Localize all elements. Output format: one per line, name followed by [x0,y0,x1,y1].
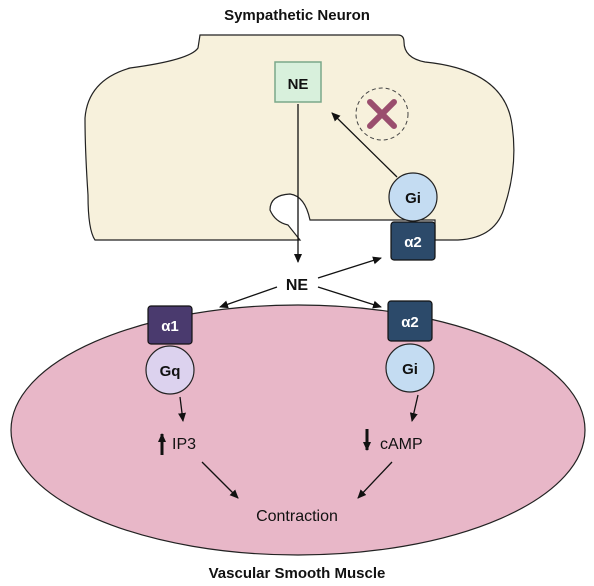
inhibition-x-icon [367,99,397,129]
muscle-gi-protein-circle [385,343,435,393]
muscle-gi-protein-label: Gi [402,361,418,378]
ne-to-muscle-alpha2-arrow [317,286,382,309]
autoreceptor-gi-circle [388,172,438,222]
ne-vesicle-label: NE [288,76,309,93]
muscle-alpha2-receptor-label: α2 [401,314,419,331]
camp-label: cAMP [380,436,423,453]
alpha1-receptor-box [147,305,193,345]
gq-protein-label: Gq [160,363,181,380]
ip3-to-contraction-arrow [201,461,239,499]
muscle-title: Vascular Smooth Muscle [209,565,386,582]
synaptic-ne-label: NE [286,277,309,294]
neuron-title: Sympathetic Neuron [224,7,370,24]
autoreceptor-alpha2-box [390,221,436,261]
autoreceptor-to-inhibition-arrow [331,112,398,178]
ip3-label: IP3 [172,436,196,453]
ne-vesicle-box [274,61,322,103]
muscle-alpha2-receptor-box [387,300,433,342]
ne-to-alpha1-arrow [219,286,278,309]
camp-to-contraction-arrow [357,461,393,499]
inhibition-circle [355,87,409,141]
contraction-label: Contraction [256,508,338,525]
alpha1-receptor-label: α1 [161,318,179,335]
ne-to-autoreceptor-arrow [317,256,382,279]
gi-to-camp-arrow [409,394,419,422]
gq-to-ip3-arrow [178,396,186,422]
autoreceptor-gi-label: Gi [405,190,421,207]
autoreceptor-alpha2-label: α2 [404,234,422,251]
gq-protein-circle [145,345,195,395]
